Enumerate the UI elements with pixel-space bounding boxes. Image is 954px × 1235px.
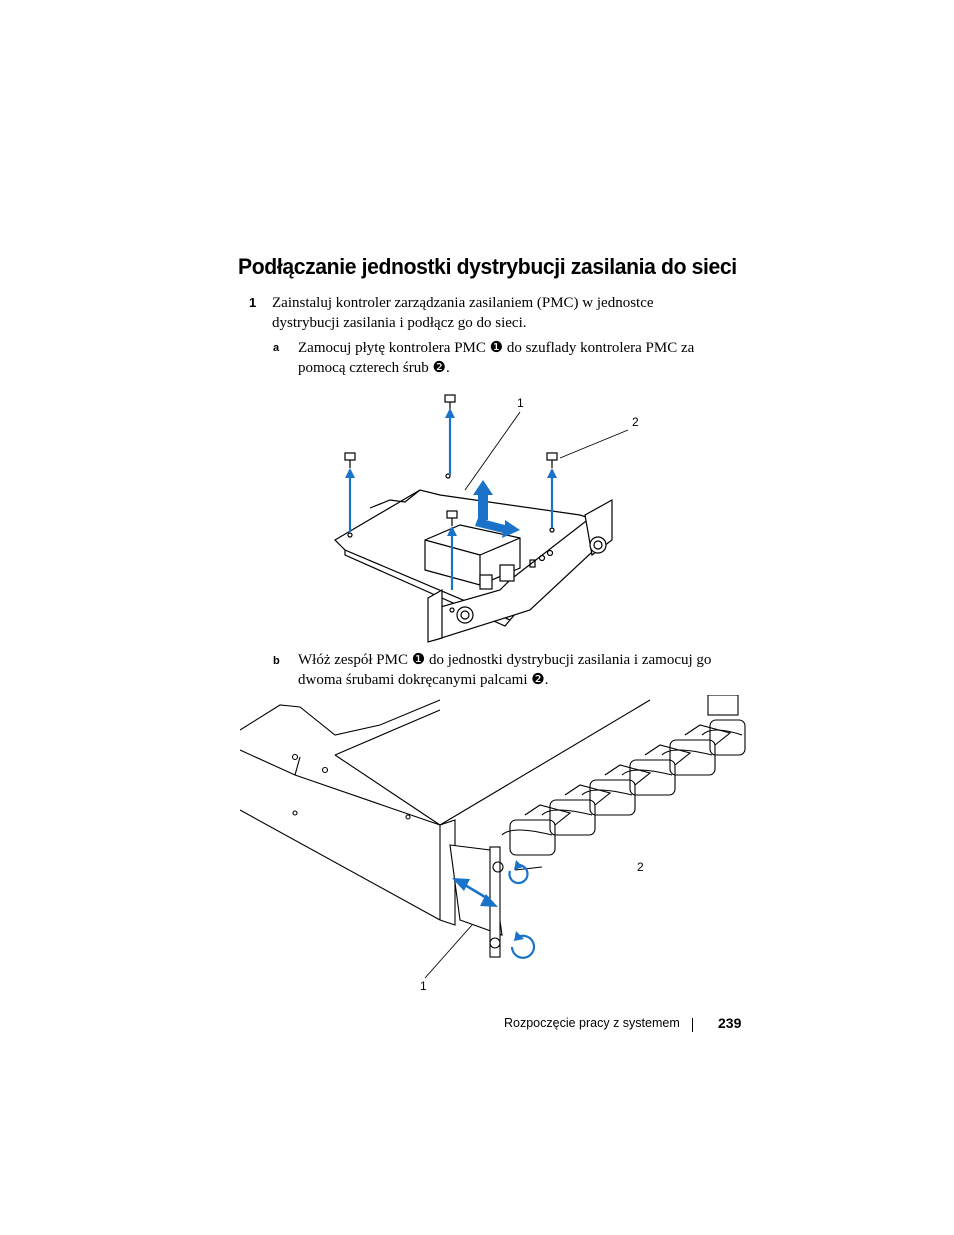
step-a-line2-start: pomocą czterech śrub: [298, 360, 433, 376]
callout-marker-2: ❷: [432, 360, 446, 376]
figure-pmc-board-screws: [334, 394, 629, 643]
figure-pdu-insertion: [240, 695, 746, 979]
callout-marker-1: ❶: [489, 340, 504, 356]
step-1-number: 1: [249, 295, 257, 310]
figure2-callout-2: 2: [637, 860, 644, 874]
step-a-line2-end: .: [445, 360, 450, 376]
step-a-text: Zamocuj płytę kontrolera PMC ❶ do szufla…: [298, 338, 694, 378]
step-b-line2-start: dwoma śrubami dokręcanymi palcami: [298, 672, 532, 688]
step-b-line1-end: do jednostki dystrybucji zasilania i zam…: [425, 652, 712, 668]
step-b-letter: b: [273, 655, 280, 667]
page-heading: Podłączanie jednostki dystrybucji zasila…: [238, 254, 737, 279]
page-number: 239: [718, 1015, 742, 1031]
callout-marker-2: ❷: [531, 672, 545, 688]
step-a-line1-start: Zamocuj płytę kontrolera PMC: [298, 340, 490, 356]
step-1-line2: dystrybucji zasilania i podłącz go do si…: [272, 315, 527, 331]
step-1-line1: Zainstaluj kontroler zarządzania zasilan…: [272, 295, 654, 311]
footer-separator: [692, 1018, 693, 1032]
screw-top: [444, 394, 456, 410]
callout-marker-1: ❶: [411, 652, 426, 668]
step-a-letter: a: [273, 342, 280, 354]
footer-section-title: Rozpoczęcie pracy z systemem: [504, 1016, 680, 1030]
figure1-callout-2: 2: [632, 415, 639, 429]
step-1-text: Zainstaluj kontroler zarządzania zasilan…: [272, 293, 654, 333]
step-b-text: Włóż zespół PMC ❶ do jednostki dystrybuc…: [298, 650, 711, 690]
step-b-line2-end: .: [544, 672, 549, 688]
step-a-line1-end: do szuflady kontrolera PMC za: [503, 340, 695, 356]
figure2-callout-1: 1: [420, 979, 427, 993]
step-b-line1-start: Włóż zespół PMC: [298, 652, 412, 668]
figure1-callout-1: 1: [517, 396, 524, 410]
